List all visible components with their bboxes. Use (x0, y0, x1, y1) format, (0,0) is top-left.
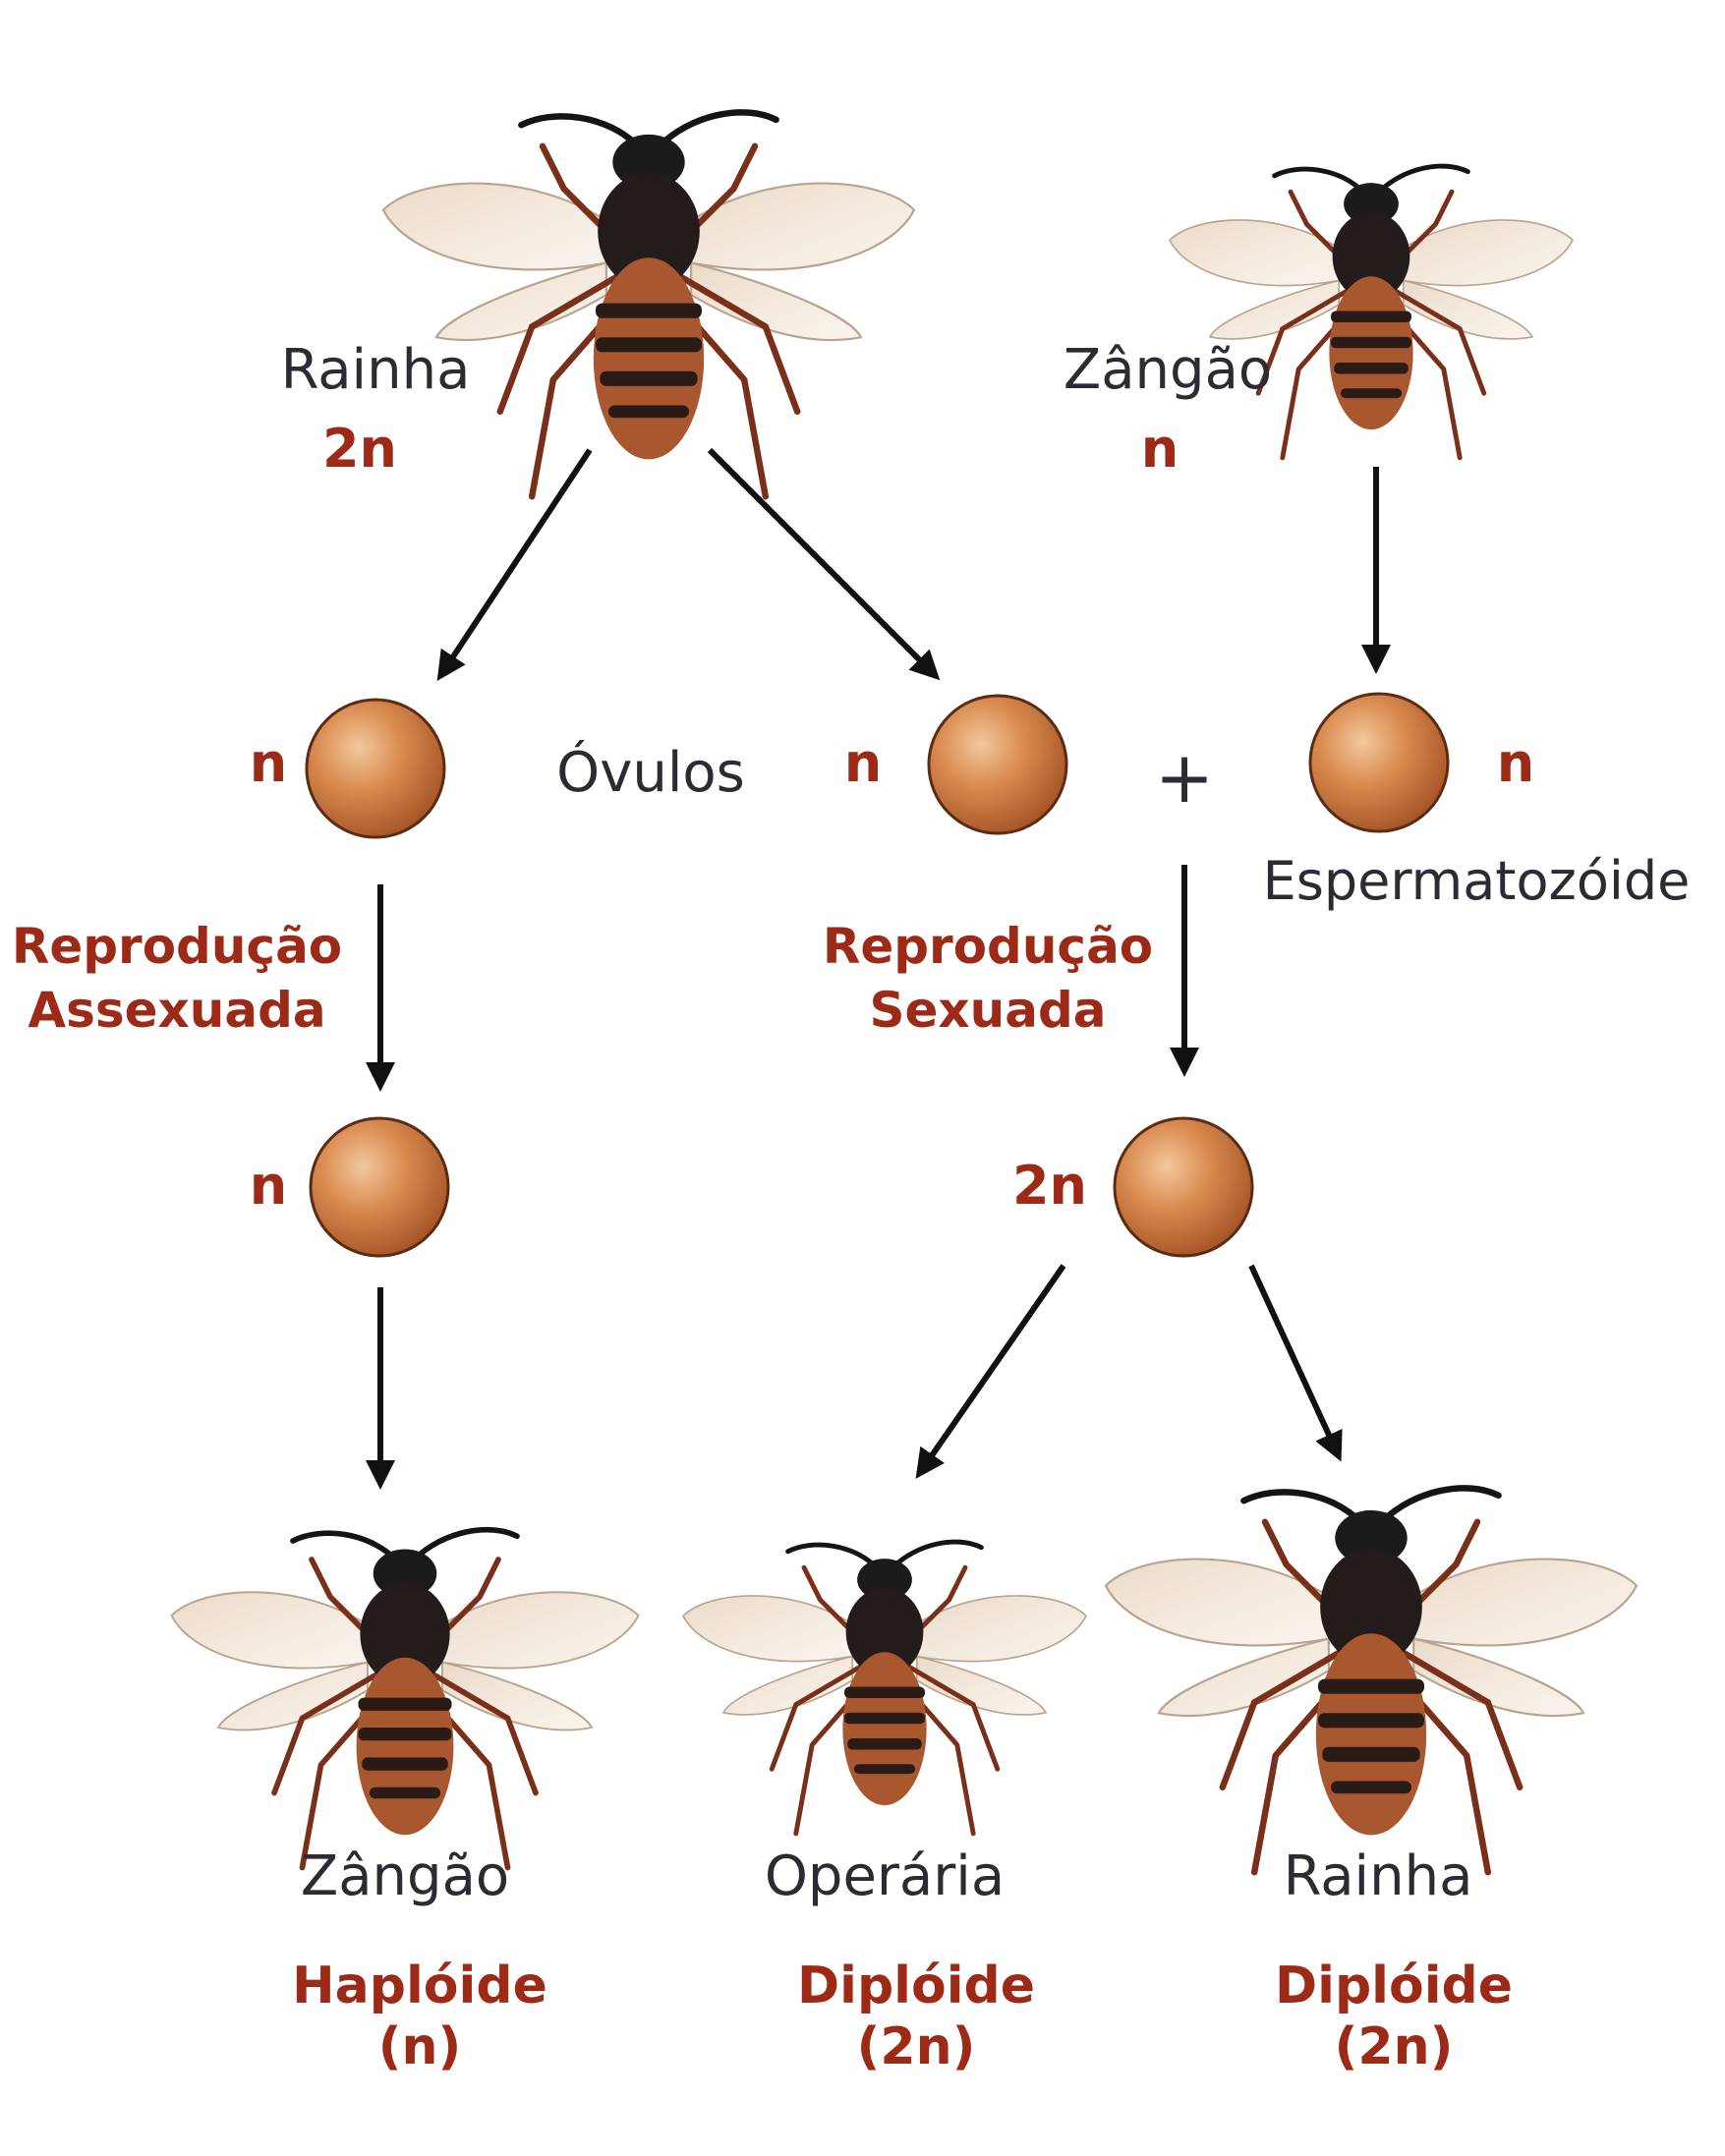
offspring-worker-ploidy: (2n) (857, 2017, 976, 2076)
offspring-queen-name: Rainha (1284, 1844, 1473, 1908)
offspring-drone-wasp-icon (171, 1530, 638, 1868)
drone-ploidy-label: n (1141, 418, 1179, 480)
diploid-zygote-cell-icon (1113, 1116, 1254, 1258)
offspring-drone-type: Haplóide (292, 1957, 547, 2015)
sperm-ploidy-label: n (1497, 732, 1534, 794)
plus-sign: + (1155, 736, 1214, 819)
asexual-line2-label: Assexuada (28, 982, 325, 1039)
arrow-diploid-to-queen (1248, 1264, 1343, 1462)
sperm-label: Espermatozóide (1263, 850, 1691, 912)
haploid-zygote-ploidy-label: n (250, 1155, 287, 1217)
sexual-line1-label: Reprodução (823, 918, 1153, 975)
queen-name-label: Rainha (281, 338, 471, 402)
drone-name-label: Zângão (1064, 338, 1272, 402)
egg-left-ploidy-label: n (250, 732, 287, 794)
drone-wasp-top-icon (1170, 166, 1573, 458)
asexual-line1-label: Reprodução (12, 918, 342, 975)
sexual-line2-label: Sexuada (869, 982, 1106, 1039)
offspring-worker-name: Operária (765, 1844, 1005, 1908)
offspring-drone-name: Zângão (301, 1844, 509, 1908)
queen-wasp-icon (383, 112, 914, 496)
arrow-queen-to-egg-right (707, 447, 941, 681)
diploid-zygote-ploidy-label: 2n (1012, 1155, 1087, 1217)
arrow-diploid-to-worker (915, 1264, 1066, 1479)
egg-right-cell-icon (927, 694, 1068, 835)
offspring-worker-type: Diplóide (797, 1957, 1035, 2015)
offspring-worker-wasp-icon (683, 1542, 1086, 1834)
offspring-queen-ploidy: (2n) (1335, 2017, 1454, 2076)
offspring-drone-ploidy: (n) (378, 2017, 462, 2076)
arrow-queen-to-egg-left (436, 448, 593, 682)
haploid-zygote-cell-icon (309, 1116, 450, 1258)
egg-left-cell-icon (305, 698, 446, 839)
queen-ploidy-label: 2n (322, 418, 397, 480)
egg-right-ploidy-label: n (844, 732, 882, 794)
offspring-queen-wasp-icon (1106, 1488, 1637, 1872)
offspring-queen-type: Diplóide (1275, 1957, 1513, 2015)
ovulos-label: Óvulos (556, 741, 745, 805)
sperm-cell-icon (1308, 692, 1450, 833)
